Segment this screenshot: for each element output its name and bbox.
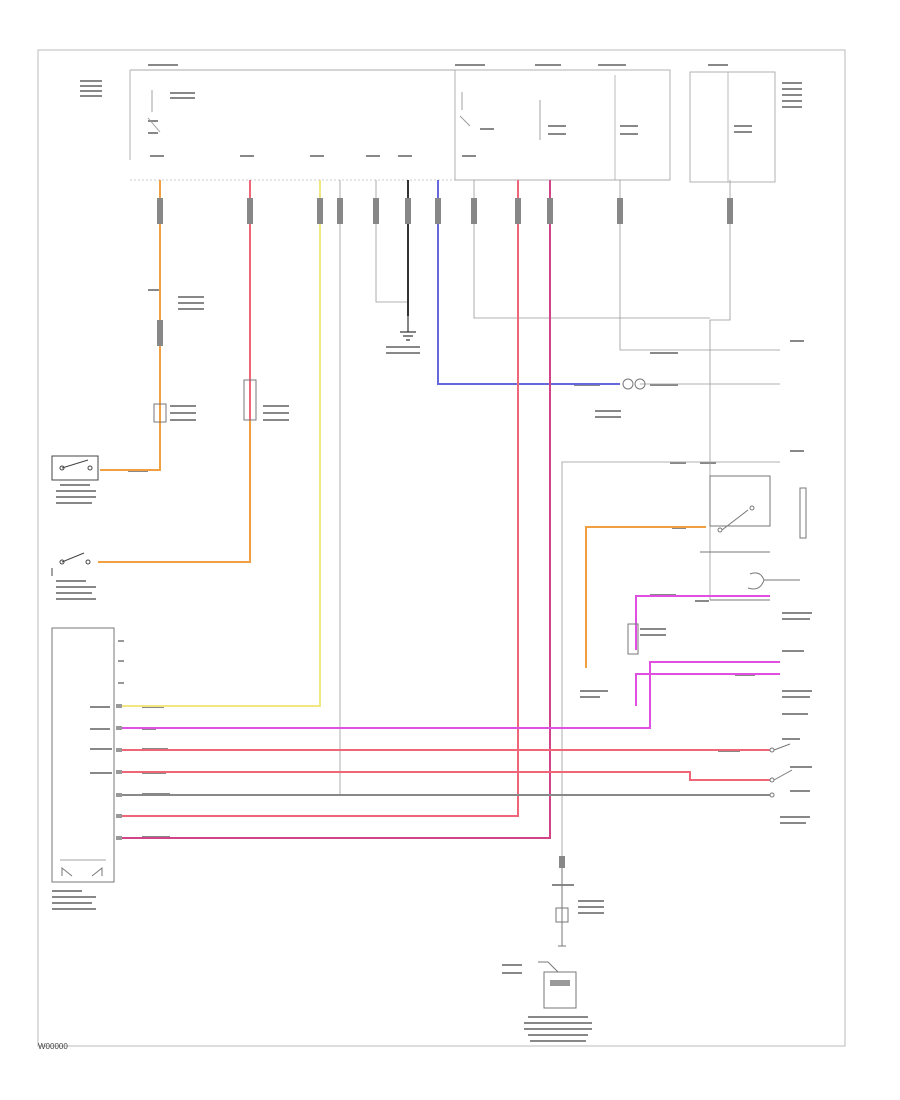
right-front-door-switch — [51, 552, 91, 576]
wire-orange-left — [100, 180, 161, 471]
wire-gray-2 — [375, 180, 408, 303]
top-relay-box — [689, 71, 776, 183]
wire-gray-3 — [473, 180, 710, 319]
right-switch-terminals — [769, 743, 793, 798]
top-pin-markers — [157, 198, 733, 868]
wire-magenta-top — [635, 595, 770, 650]
ground-symbol — [400, 316, 416, 341]
connector-left-upper — [153, 379, 257, 423]
footer-reference: W00000 — [38, 1042, 68, 1051]
left-control-module — [51, 627, 124, 883]
wire-orange-right — [585, 526, 706, 668]
wire-magenta-1 — [118, 661, 780, 729]
top-junction-box-right — [454, 69, 671, 181]
wire-gray-5 — [709, 180, 731, 600]
label-marks — [52, 64, 812, 1042]
right-switch-assembly — [700, 475, 807, 601]
top-junction-box-left — [129, 69, 455, 160]
wire-magenta-2 — [635, 673, 780, 706]
diagram-frame — [37, 49, 846, 1047]
connector-right — [622, 378, 646, 655]
wire-blue — [437, 180, 620, 385]
wire-red-4 — [118, 771, 770, 781]
wire-red-right — [118, 180, 519, 817]
bottom-ecu — [538, 868, 577, 1009]
wire-yellow — [118, 180, 321, 707]
left-front-door-switch — [51, 455, 99, 481]
wire-pink — [118, 180, 551, 839]
top-relays — [147, 90, 541, 140]
wire-gray-4 — [619, 180, 780, 351]
wire-orange-lower — [98, 420, 251, 563]
